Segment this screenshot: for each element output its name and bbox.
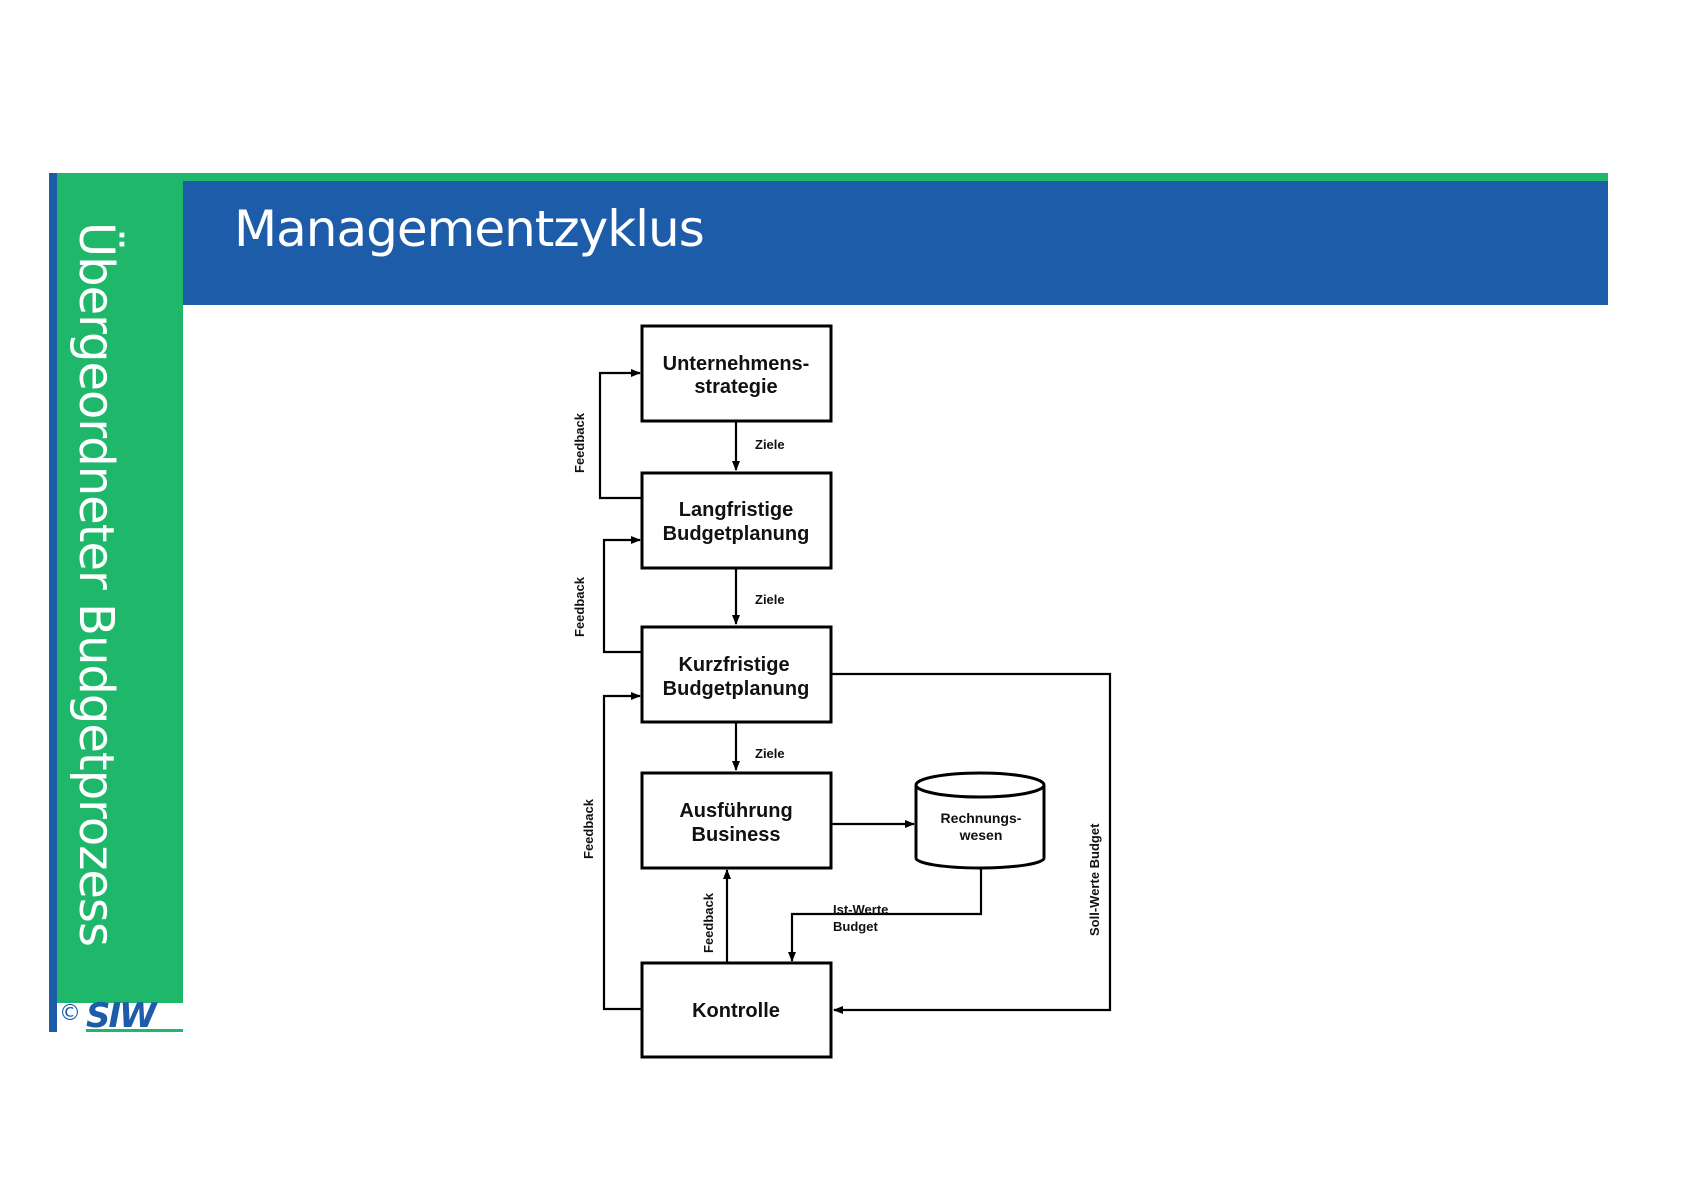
arrow-feedback-1 bbox=[598, 369, 642, 500]
box-unternehmensstrategie-line-2: strategie bbox=[694, 376, 777, 398]
box-kurzfristige-line-2: Budgetplanung bbox=[663, 678, 810, 700]
logo-strip bbox=[57, 1003, 183, 1032]
box-kontrolle: Kontrolle bbox=[640, 961, 833, 1059]
label-feedback-1: Feedback bbox=[572, 412, 587, 473]
header-top-rule bbox=[183, 173, 1608, 181]
label-feedback-4: Feedback bbox=[701, 892, 716, 953]
arrow-feedback-3 bbox=[602, 692, 642, 1011]
box-kontrolle-line-1: Kontrolle bbox=[692, 1000, 780, 1022]
copyright-symbol: © bbox=[59, 1001, 81, 1026]
logo-underline bbox=[86, 1029, 183, 1032]
database-rechnungswesen-line-1: Rechnungs- bbox=[941, 810, 1022, 826]
database-rechnungswesen-line-2: wesen bbox=[959, 827, 1003, 843]
label-feedback-3: Feedback bbox=[581, 798, 596, 859]
box-langfristige-line-1: Langfristige bbox=[679, 499, 793, 521]
box-kurzfristige-line-1: Kurzfristige bbox=[678, 654, 789, 676]
box-langfristige-line-2: Budgetplanung bbox=[663, 523, 810, 545]
header-bar bbox=[183, 181, 1608, 305]
box-langfristige-budgetplanung: Langfristige Budgetplanung bbox=[640, 471, 833, 570]
arrow-soll-werte bbox=[831, 672, 1112, 1014]
label-ziele-2: Ziele bbox=[755, 592, 785, 607]
sidebar-panel bbox=[57, 173, 183, 1003]
box-ausfuehrung-line-2: Business bbox=[692, 824, 781, 846]
label-ziele-1: Ziele bbox=[755, 437, 785, 452]
sidebar-blue-stripe bbox=[49, 173, 57, 1032]
box-unternehmensstrategie-line-1: Unternehmens- bbox=[663, 353, 810, 375]
label-ziele-3: Ziele bbox=[755, 746, 785, 761]
label-ist-werte-line-1: Ist-Werte bbox=[833, 902, 888, 917]
arrow-feedback-2 bbox=[602, 536, 642, 654]
box-ausfuehrung-line-1: Ausführung bbox=[679, 800, 792, 822]
page-title: Managementzyklus bbox=[234, 200, 705, 258]
siw-logo: SIW bbox=[86, 996, 157, 1036]
logo-text: SIW bbox=[86, 996, 157, 1036]
label-ist-werte-line-2: Budget bbox=[833, 919, 878, 934]
arrow-ist-werte bbox=[788, 868, 983, 962]
box-kurzfristige-budgetplanung: Kurzfristige Budgetplanung bbox=[640, 625, 833, 724]
label-feedback-2: Feedback bbox=[572, 576, 587, 637]
box-ausfuehrung-business: Ausführung Business bbox=[640, 771, 833, 870]
label-soll-werte: Soll-Werte Budget bbox=[1087, 823, 1102, 936]
box-unternehmensstrategie: Unternehmens- strategie bbox=[640, 324, 833, 423]
database-rechnungswesen: Rechnungs- wesen bbox=[914, 771, 1046, 870]
